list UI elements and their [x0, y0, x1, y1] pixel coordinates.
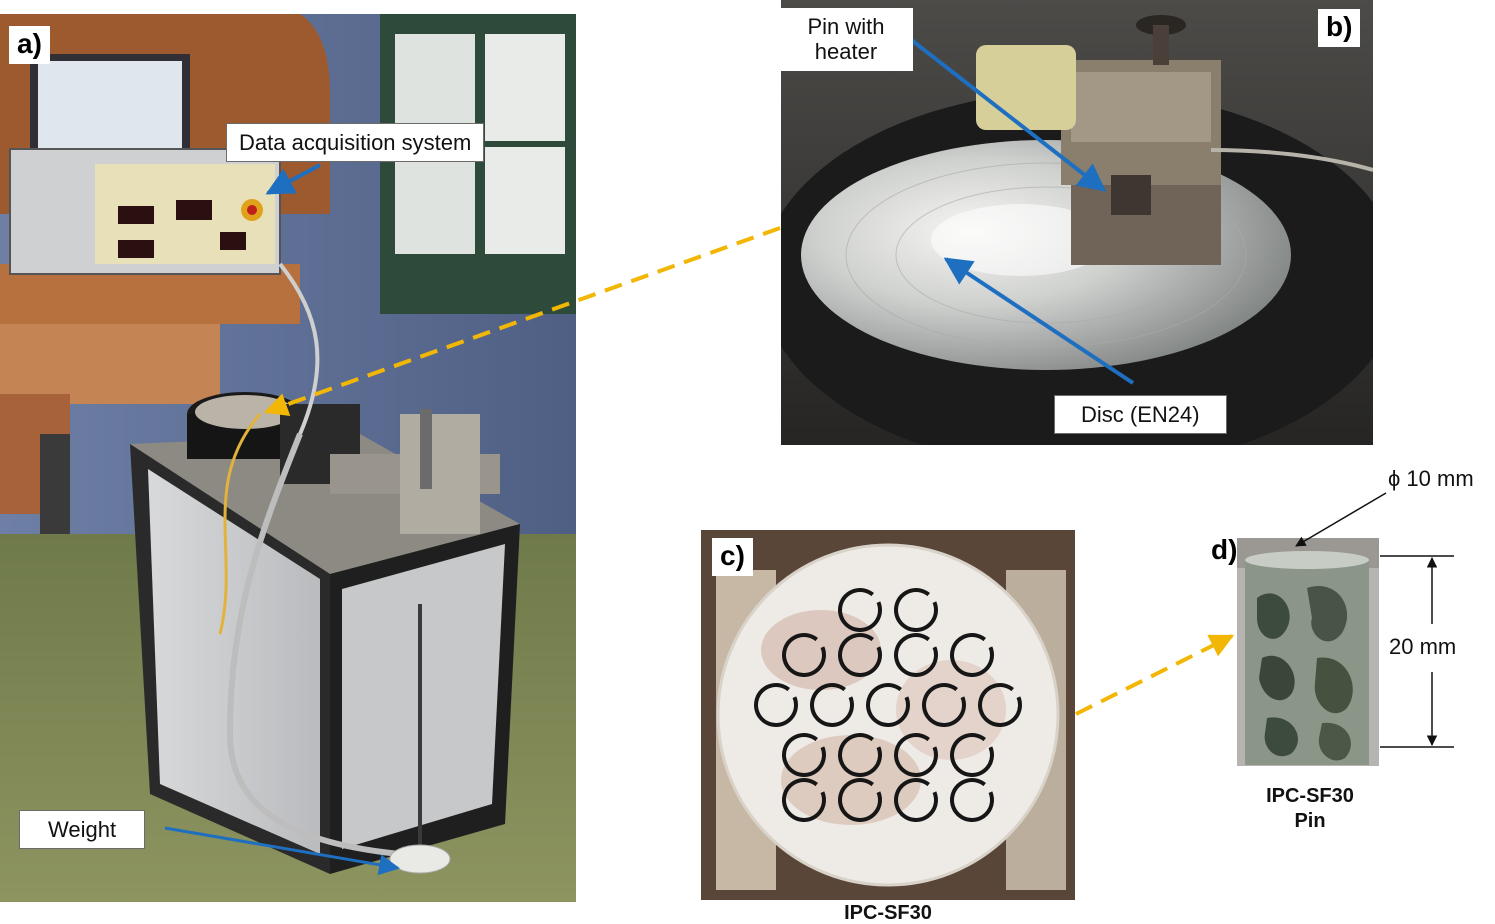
callout-pin-with-heater: Pin with heater: [779, 8, 913, 71]
panel-label-b: b): [1318, 9, 1361, 47]
panel-label-d: d): [1211, 534, 1238, 565]
sample-ring-mark: [782, 733, 826, 777]
sample-ring-mark: [838, 733, 882, 777]
panel-label-a: a): [9, 26, 50, 64]
sample-ring-mark: [894, 778, 938, 822]
sample-ring-mark: [950, 633, 994, 677]
sample-ring-mark: [782, 633, 826, 677]
sample-ring-mark: [978, 683, 1022, 727]
length-label: 20 mm: [1389, 634, 1457, 659]
sample-ring-mark: [950, 778, 994, 822]
sample-ring-mark: [838, 633, 882, 677]
pin-specimen-illustration: [1237, 538, 1379, 766]
callout-data-acquisition-system: Data acquisition system: [226, 123, 485, 163]
sample-ring-mark: [894, 733, 938, 777]
sample-ring-mark: [894, 588, 938, 632]
caption-panel-d-line2: Pin: [1294, 810, 1326, 832]
callout-disc-en24: Disc (EN24): [1054, 395, 1227, 435]
sample-ring-mark: [922, 683, 966, 727]
panel-c-photo: [701, 530, 1075, 900]
composite-sample-illustration: [701, 530, 1075, 900]
callout-pin-with-heater-line1: Pin with: [807, 14, 885, 39]
sample-ring-mark: [866, 683, 910, 727]
callout-pin-with-heater-line2: heater: [814, 39, 878, 65]
sample-ring-mark: [950, 733, 994, 777]
caption-panel-d-line1: IPC-SF30: [1266, 785, 1354, 807]
callout-weight: Weight: [19, 810, 146, 850]
diameter-label: ϕ 10 mm: [1388, 466, 1474, 491]
caption-panel-c: IPC-SF30: [844, 902, 932, 924]
sample-ring-mark: [810, 683, 854, 727]
caption-panel-d: IPC-SF30 Pin: [1240, 784, 1380, 834]
link-arrow-c-to-d: [1075, 634, 1235, 716]
sample-ring-mark: [782, 778, 826, 822]
sample-ring-mark: [894, 633, 938, 677]
panel-label-c: c): [712, 538, 753, 576]
sample-ring-mark: [838, 588, 882, 632]
sample-ring-mark: [838, 778, 882, 822]
panel-d-photo: [1237, 538, 1379, 766]
sample-ring-mark: [754, 683, 798, 727]
